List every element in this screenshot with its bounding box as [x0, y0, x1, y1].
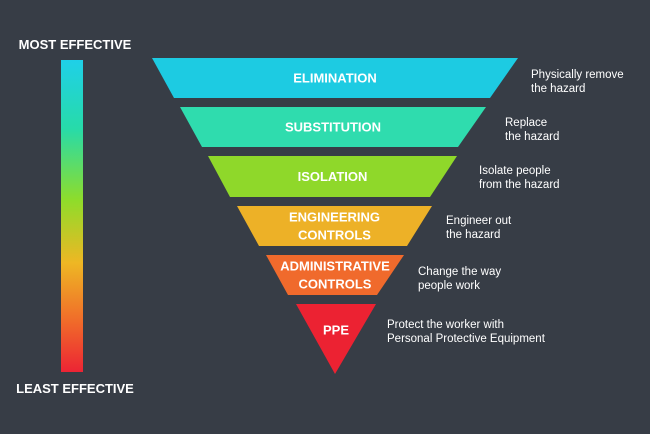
level-description-line: Replace: [505, 117, 548, 129]
pyramid-level-3: ISOLATION: [208, 156, 457, 197]
level-description-line: Isolate people: [479, 165, 551, 177]
pyramid-band: [208, 156, 457, 197]
pyramid-band: [266, 255, 404, 295]
level-description-line: Physically remove: [531, 69, 624, 81]
level-description-line: the hazard: [505, 131, 560, 143]
pyramid-level-1: ELIMINATION: [152, 58, 518, 98]
level-label: ISOLATION: [298, 169, 368, 184]
pyramid-level-4: ENGINEERING CONTROLS: [237, 206, 432, 246]
level-description-2: Replace the hazard: [505, 116, 559, 144]
effectiveness-gradient-bar: [61, 60, 83, 372]
level-description-line: from the hazard: [479, 179, 560, 191]
pyramid-level-6: PPE: [296, 304, 376, 374]
level-description-line: Change the way: [418, 266, 502, 278]
least-effective-label: LEAST EFFECTIVE: [16, 381, 134, 396]
level-label: CONTROLS: [298, 228, 371, 243]
level-label: ELIMINATION: [293, 71, 377, 86]
pyramid-level-2: SUBSTITUTION: [180, 107, 486, 147]
level-description-line: Personal Protective Equipment: [387, 333, 545, 345]
pyramid-band: [237, 206, 432, 246]
pyramid-level-5: ADMINISTRATIVE CONTROLS: [266, 255, 404, 295]
level-label: ENGINEERING: [289, 210, 380, 225]
pyramid-band: [152, 58, 518, 98]
level-description-line: Protect the worker with: [387, 319, 504, 331]
level-description-4: Engineer out the hazard: [446, 214, 511, 242]
level-description-3: Isolate people from the hazard: [479, 164, 560, 192]
level-label: PPE: [323, 323, 349, 338]
pyramid-band: [180, 107, 486, 147]
most-effective-label: MOST EFFECTIVE: [18, 37, 132, 52]
pyramid-band: [296, 304, 376, 374]
level-label: SUBSTITUTION: [285, 120, 381, 135]
level-label: ADMINISTRATIVE: [280, 259, 390, 274]
level-description-line: people work: [418, 280, 481, 292]
level-description-1: Physically remove the hazard: [531, 68, 624, 96]
level-description-line: the hazard: [446, 229, 501, 241]
level-description-line: the hazard: [531, 83, 586, 95]
level-description-5: Change the way people work: [418, 265, 501, 293]
level-description-line: Engineer out: [446, 215, 512, 227]
level-label: CONTROLS: [299, 277, 372, 292]
